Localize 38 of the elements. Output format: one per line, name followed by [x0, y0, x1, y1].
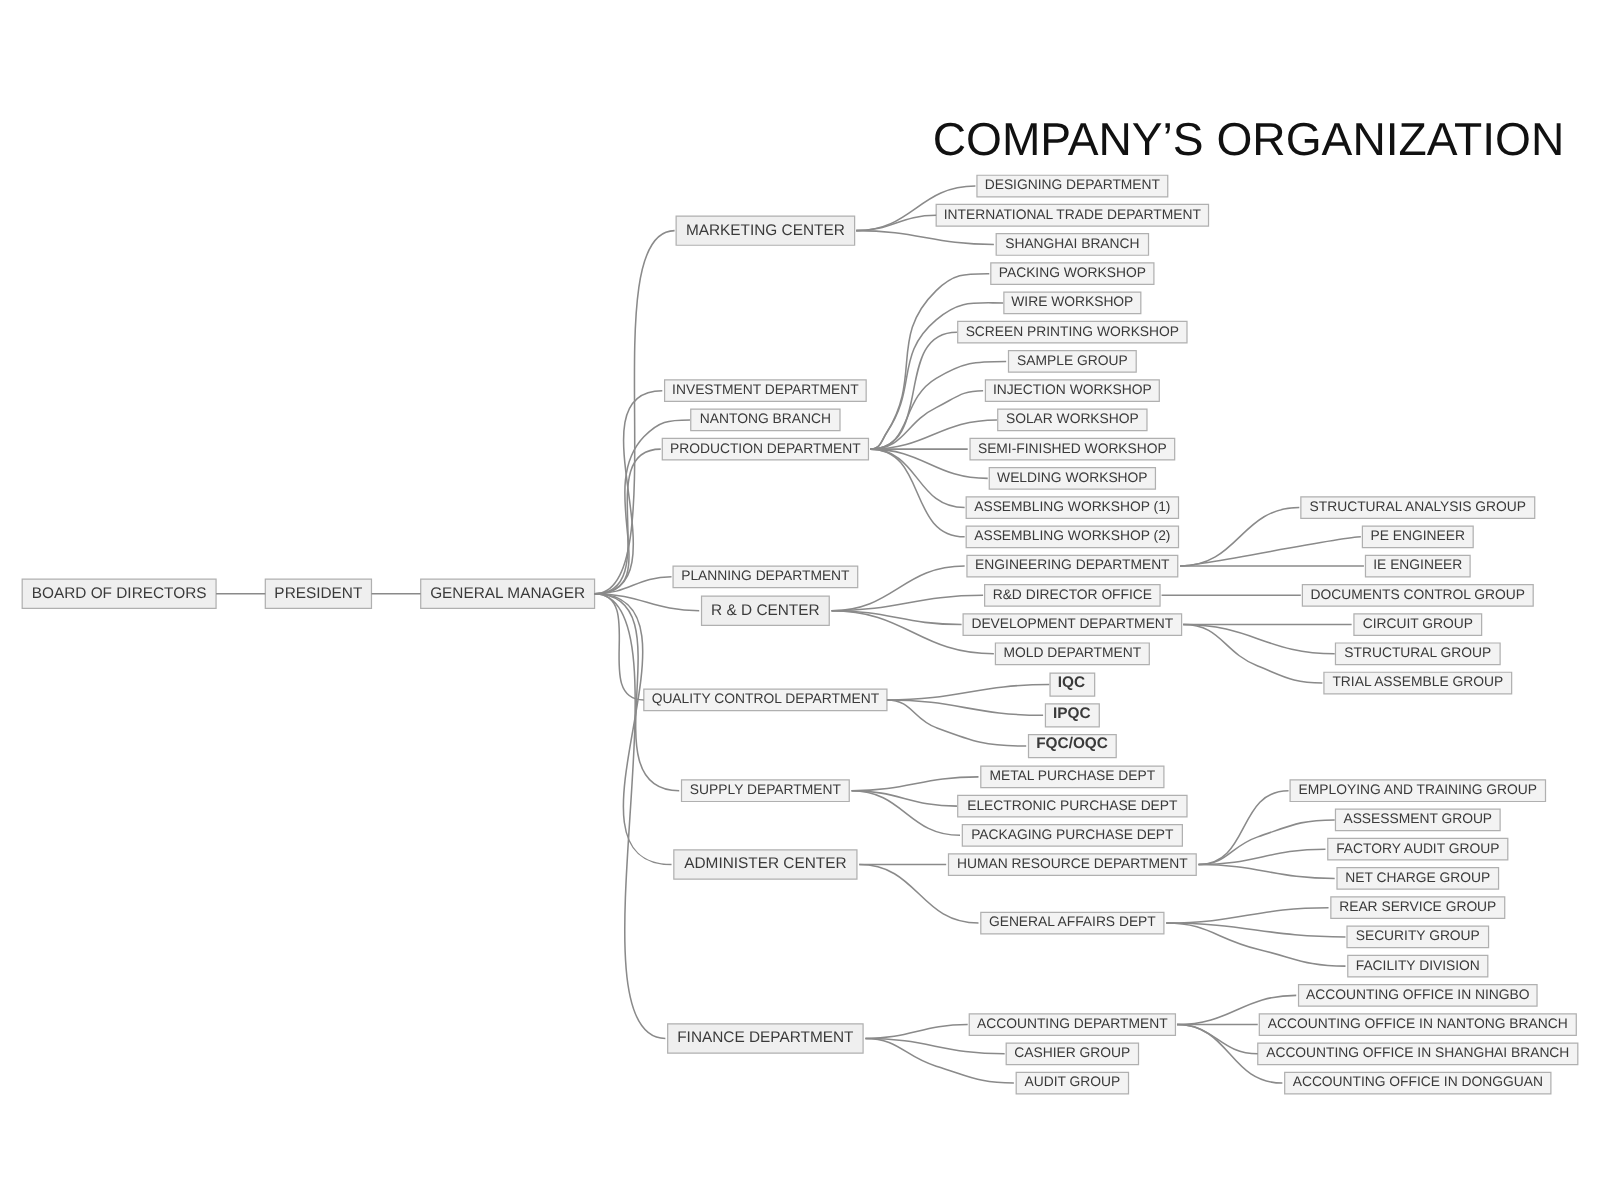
- node-box: ADMINISTER CENTER: [673, 848, 858, 879]
- node-box: MARKETING CENTER: [675, 214, 856, 245]
- node-box: GENERAL MANAGER: [420, 577, 596, 608]
- connector: [864, 1036, 1015, 1083]
- node-box: R & D CENTER: [700, 594, 830, 625]
- connector: [593, 228, 676, 594]
- connector: [1179, 564, 1365, 566]
- connector: [869, 301, 1004, 449]
- node-box: FINANCE DEPARTMENT: [667, 1022, 864, 1053]
- connector: [886, 698, 1044, 716]
- connector: [593, 592, 667, 1039]
- connector: [869, 447, 989, 479]
- connector: [1160, 593, 1302, 596]
- connector: [869, 447, 969, 449]
- connector: [370, 592, 422, 594]
- node-box: FQC/OQC: [1027, 732, 1117, 758]
- node-box: IQC: [1049, 671, 1096, 696]
- connector: [830, 608, 995, 654]
- connector: [850, 788, 961, 836]
- connector: [869, 271, 991, 449]
- connector: [1176, 1022, 1284, 1083]
- node-box: IPQC: [1044, 702, 1100, 727]
- connector: [1197, 862, 1336, 879]
- connector: [1165, 921, 1347, 966]
- node-box: PRESIDENT: [264, 577, 373, 608]
- connector: [1182, 622, 1324, 683]
- connector: [858, 862, 980, 923]
- connector: [869, 447, 966, 537]
- connector: [855, 228, 995, 245]
- connector: [869, 388, 984, 449]
- connector: [869, 418, 998, 449]
- connector: [1197, 788, 1290, 865]
- connector: [886, 698, 1027, 746]
- node-box: BOARD OF DIRECTORS: [21, 577, 217, 608]
- connector: [215, 592, 267, 594]
- connector: [864, 1022, 969, 1039]
- diagram-title: COMPANY’S ORGANIZATION: [932, 112, 1565, 165]
- connector: [869, 359, 1007, 449]
